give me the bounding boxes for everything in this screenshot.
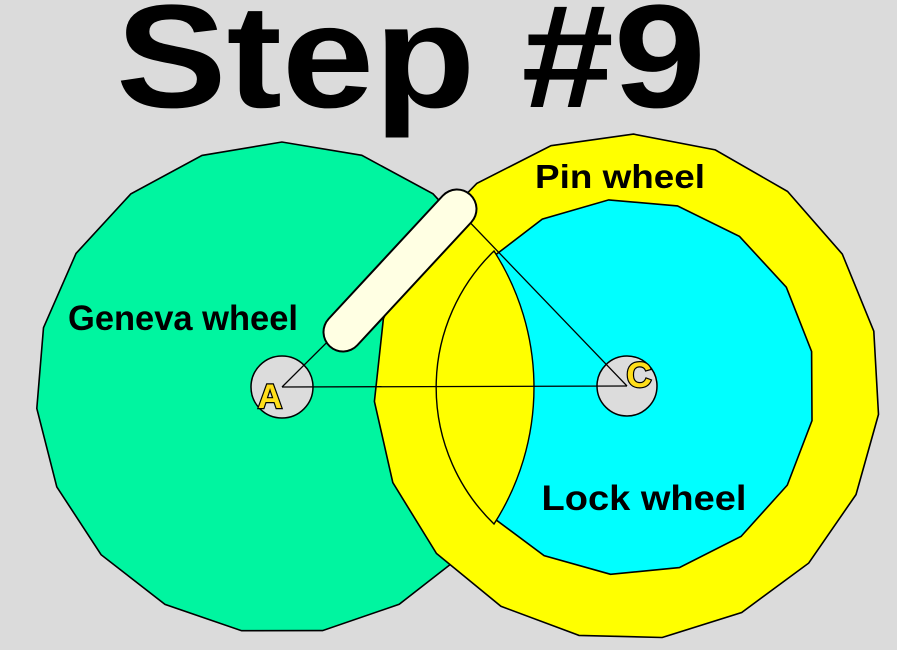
center-line-a-c [281, 385, 628, 388]
label-pin-wheel: Pin wheel [535, 158, 705, 195]
label-lock-wheel: Lock wheel [542, 479, 747, 518]
slot-capsule [324, 190, 476, 351]
hub-letter-a: A [258, 378, 283, 416]
crank-line-c-to-pin [458, 210, 628, 387]
page-title: Step #9 [116, 0, 706, 139]
label-geneva-wheel: Geneva wheel [68, 299, 298, 338]
hub-letter-c: C [626, 356, 651, 395]
lock-wheel-cutout [435, 249, 535, 526]
